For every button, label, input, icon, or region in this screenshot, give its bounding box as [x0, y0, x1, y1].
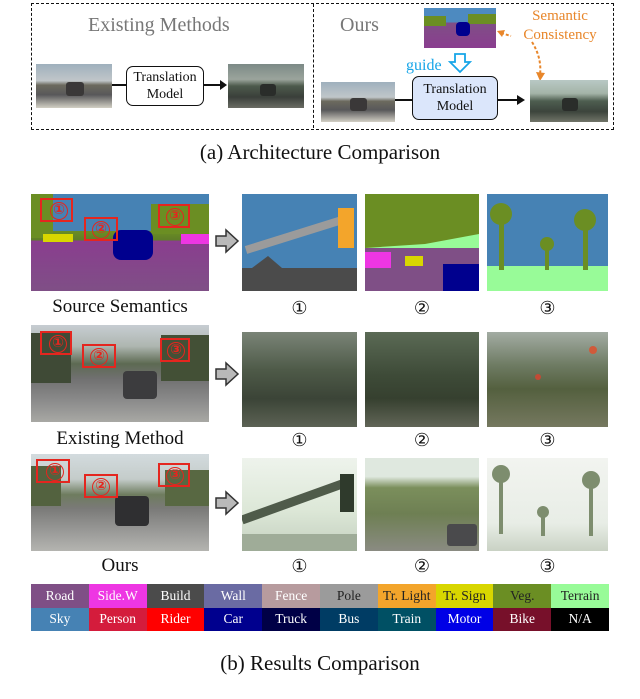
legend-cell-side-w: Side.W	[88, 584, 147, 608]
region-number-3: ③	[166, 208, 184, 226]
row-label-existing: Existing Method	[56, 428, 184, 449]
legend-cell-veg: Veg.	[493, 584, 552, 608]
legend-cell-person: Person	[88, 607, 147, 631]
crop-number-3: ③	[539, 298, 556, 319]
region-number-2: ②	[92, 221, 110, 239]
region-box-1	[36, 459, 70, 483]
zoom-arrow-icon	[215, 361, 240, 387]
ours-model-label: Translation Model	[423, 82, 487, 114]
region-number-2: ②	[90, 348, 108, 366]
ours-crop-3	[487, 458, 608, 551]
architecture-panel	[31, 3, 614, 130]
existing-methods-title: Existing Methods	[88, 14, 230, 36]
crop-number-2: ②	[413, 298, 431, 319]
legend-cell-tr-light: Tr. Light	[377, 584, 436, 608]
ours-semantic-thumbnail	[424, 8, 496, 48]
legend-cell-motor: Motor	[435, 607, 494, 631]
existing-arrow-out	[204, 80, 227, 90]
legend-cell-wall: Wall	[204, 584, 263, 608]
legend-cell-road: Road	[31, 584, 89, 608]
existing-output-thumbnail	[228, 64, 304, 108]
zoom-arrow-icon	[215, 490, 240, 516]
region-box-3	[158, 463, 190, 487]
guide-arrow-icon	[448, 53, 472, 74]
ours-input-thumbnail	[321, 82, 395, 122]
crop-number-1: ①	[291, 556, 308, 577]
crop-number-1: ①	[291, 430, 308, 451]
region-box-2	[82, 344, 116, 368]
existing-crop-1	[242, 332, 357, 427]
existing-arrow-in	[112, 84, 127, 86]
region-box-1	[40, 331, 72, 355]
ours-title: Ours	[340, 14, 379, 36]
region-box-3	[158, 204, 190, 228]
legend-cell-bike: Bike	[493, 607, 552, 631]
region-number-1: ①	[46, 463, 64, 481]
ours-crop-2	[365, 458, 479, 551]
caption-a: (a) Architecture Comparison	[199, 140, 441, 164]
legend-cell-fence: Fence	[262, 584, 320, 608]
existing-translation-model: Translation Model	[126, 66, 204, 106]
existing-crop-3	[487, 332, 608, 427]
semantic-crop-3	[487, 194, 608, 291]
legend-cell-rider: Rider	[146, 607, 205, 631]
crop-number-3: ③	[539, 430, 556, 451]
legend-cell-tr-sign: Tr. Sign	[435, 584, 494, 608]
ours-crop-1	[242, 458, 357, 551]
row-label-ours: Ours	[101, 555, 139, 576]
crop-number-2: ②	[413, 556, 431, 577]
crop-number-3: ③	[539, 556, 556, 577]
legend-cell-train: Train	[377, 607, 436, 631]
legend-cell-sky: Sky	[31, 607, 89, 631]
region-number-1: ①	[50, 202, 68, 220]
legend-cell-terrain: Terrain	[551, 584, 609, 608]
legend-cell-n-a: N/A	[551, 607, 609, 631]
ours-arrow-out	[498, 95, 525, 105]
region-box-1	[40, 198, 73, 222]
existing-input-thumbnail	[36, 64, 112, 108]
region-box-2	[84, 474, 118, 498]
region-box-3	[160, 338, 190, 362]
row-label-source: Source Semantics	[52, 296, 188, 317]
semantic-crop-2	[365, 194, 479, 291]
ours-translation-model: Translation Model	[412, 76, 498, 120]
legend-cell-car: Car	[204, 607, 263, 631]
ours-arrow-in	[395, 99, 412, 101]
region-number-3: ③	[167, 342, 185, 360]
region-number-3: ③	[166, 467, 184, 485]
semantic-crop-1	[242, 194, 357, 291]
legend-cell-bus: Bus	[319, 607, 378, 631]
existing-model-label: Translation Model	[133, 70, 197, 102]
region-number-2: ②	[92, 478, 110, 496]
ours-output-thumbnail	[530, 80, 608, 122]
semantic-consistency-label: Semantic Consistency	[523, 8, 597, 43]
architecture-divider	[313, 4, 314, 128]
region-box-2	[84, 217, 118, 241]
legend-cell-pole: Pole	[319, 584, 378, 608]
semantic-consistency-arrows	[497, 30, 545, 81]
legend-cell-truck: Truck	[262, 607, 320, 631]
caption-b: (b) Results Comparison	[220, 651, 420, 675]
zoom-arrow-icon	[215, 228, 240, 254]
existing-crop-2	[365, 332, 479, 427]
region-number-1: ①	[49, 335, 67, 353]
crop-number-1: ①	[291, 298, 308, 319]
guide-label: guide	[406, 57, 442, 74]
legend-cell-build: Build	[146, 584, 205, 608]
crop-number-2: ②	[413, 430, 431, 451]
